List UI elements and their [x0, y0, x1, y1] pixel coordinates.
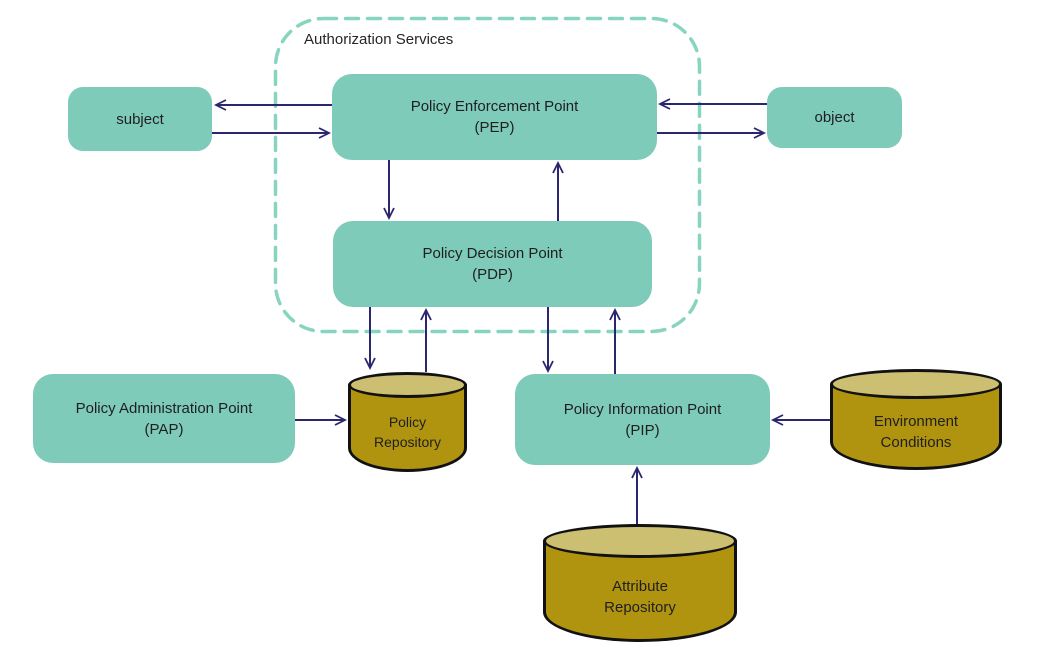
policy-repository-label: Policy Repository: [348, 398, 467, 466]
node-pep-title: Policy Enforcement Point: [410, 98, 579, 115]
node-pip-title: Policy Information Point: [563, 400, 722, 418]
node-pdp: Policy Decision Point (PDP): [333, 221, 652, 307]
node-pdp-abbrev: (PDP): [472, 266, 513, 283]
node-pap-abbrev: (PAP): [144, 420, 184, 438]
cylinder-environment-conditions: Environment Conditions: [830, 369, 1002, 470]
environment-conditions-label-line1: Environment: [873, 412, 959, 430]
cylinder-policy-repository: Policy Repository: [348, 372, 467, 472]
node-pap-title: Policy Administration Point: [75, 399, 253, 417]
environment-conditions-label: Environment Conditions: [830, 399, 1002, 464]
attribute-repository-label-line1: Attribute: [612, 578, 668, 595]
environment-conditions-label-line2: Conditions: [880, 433, 952, 451]
attribute-repository-top-ellipse: [543, 524, 737, 558]
policy-repository-body: [348, 385, 467, 472]
environment-conditions-top-ellipse: [830, 369, 1002, 399]
node-pep-abbrev: (PEP): [474, 119, 515, 136]
node-pip-abbrev: (PIP): [625, 421, 660, 439]
node-pap: Policy Administration Point (PAP): [33, 374, 295, 463]
policy-repository-label-line2: Repository: [374, 434, 441, 450]
node-pep: Policy Enforcement Point (PEP): [332, 74, 657, 160]
cylinder-attribute-repository: Attribute Repository: [543, 524, 737, 642]
node-object-label: object: [814, 109, 855, 126]
node-subject: subject: [68, 87, 212, 151]
node-object: object: [767, 87, 902, 148]
node-pdp-title: Policy Decision Point: [422, 245, 563, 262]
node-pip: Policy Information Point (PIP): [515, 374, 770, 465]
attribute-repository-label-line2: Repository: [604, 599, 676, 616]
policy-repository-top-ellipse: [348, 372, 467, 398]
policy-repository-label-line1: Policy: [388, 414, 427, 430]
attribute-repository-label: Attribute Repository: [543, 558, 737, 636]
authorization-services-label: Authorization Services: [304, 31, 454, 48]
node-subject-label: subject: [116, 110, 164, 128]
